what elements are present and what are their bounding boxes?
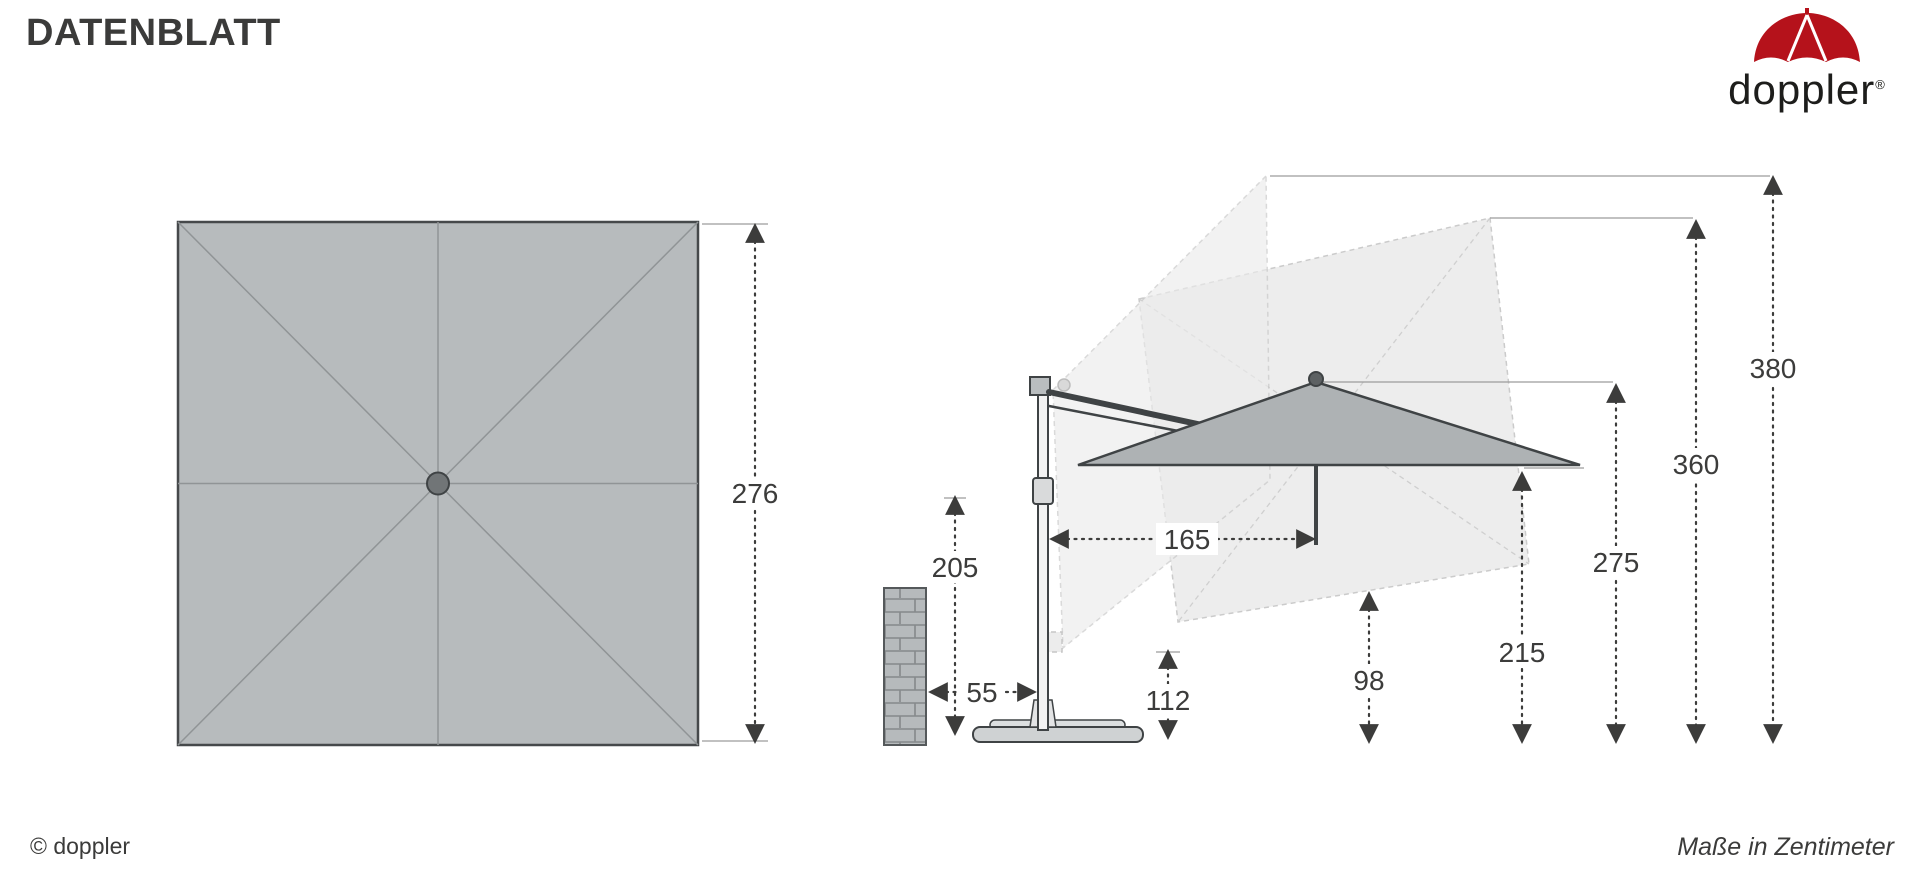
umbrella-panel-lines <box>1786 14 1828 62</box>
copyright-note: © doppler <box>30 833 131 859</box>
base-plate <box>972 726 1144 743</box>
umbrella-canopy-shape <box>1754 13 1860 62</box>
dim-low-clearance: 98 <box>1346 591 1392 744</box>
umbrella-side-view <box>972 371 1581 743</box>
dim-wall-distance-label: 55 <box>966 677 997 708</box>
canopy-top-view <box>176 220 700 747</box>
canopy-side-view <box>1077 380 1581 467</box>
dim-canopy-width: 276 <box>724 223 786 744</box>
dim-low-clearance-label: 98 <box>1353 665 1384 696</box>
dim-wall-distance: 55 <box>928 676 1037 708</box>
dim-total-height-label: 380 <box>1750 353 1797 384</box>
dim-canopy-width-label: 276 <box>732 478 779 509</box>
dim-total-height: 380 <box>1742 175 1804 744</box>
registered-mark: ® <box>1875 77 1886 92</box>
canopy-center-hub <box>426 471 450 496</box>
crank-handle <box>1032 477 1054 505</box>
brick-pillar <box>883 587 927 746</box>
ghost-joint-circle <box>1057 378 1071 392</box>
units-note: Maße in Zentimeter <box>1677 833 1894 861</box>
dim-base-clearance-label: 112 <box>1146 685 1191 716</box>
brand-wordmark: doppler® <box>1728 66 1886 113</box>
mast-top-joint <box>1029 376 1051 396</box>
canopy-hub-dot <box>1308 371 1324 387</box>
dim-side-reach-label: 165 <box>1164 524 1211 555</box>
dim-tilt-height: 360 <box>1665 219 1727 744</box>
dim-edge-height-label: 215 <box>1499 637 1546 668</box>
dim-hub-height-label: 275 <box>1593 547 1640 578</box>
dim-base-clearance: 112 <box>1137 649 1199 740</box>
dim-tilt-height-label: 360 <box>1673 449 1720 480</box>
dim-edge-height: 215 <box>1491 471 1553 744</box>
umbrella-icon <box>1754 8 1860 62</box>
mast <box>1037 387 1049 731</box>
dim-side-reach: 165 <box>1049 523 1316 555</box>
page-title: DATENBLATT <box>26 12 281 54</box>
dim-hub-height: 275 <box>1585 383 1647 744</box>
brand-logo: doppler® <box>1716 8 1898 112</box>
dim-mast-height-label: 205 <box>932 552 979 583</box>
